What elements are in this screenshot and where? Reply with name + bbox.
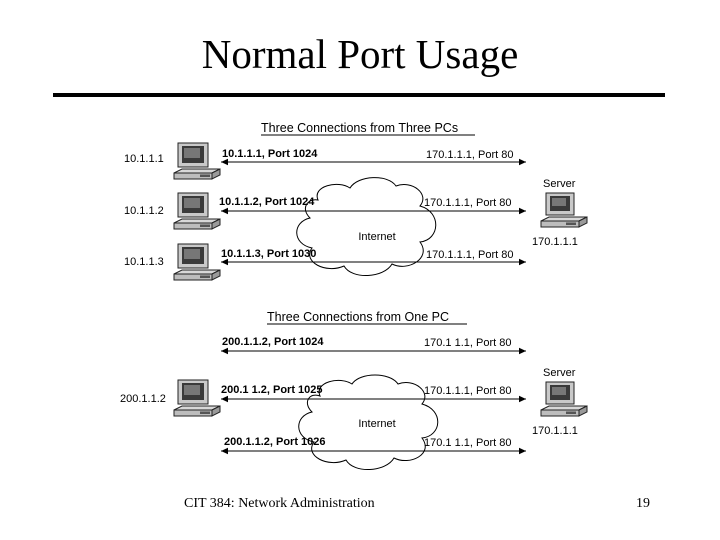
top-cloud bbox=[296, 177, 437, 277]
bottom-connection-1-source: 200.1.1.2, Port 1024 bbox=[222, 336, 324, 348]
top-connection-3-destination: 170.1.1.1, Port 80 bbox=[426, 249, 513, 261]
bottom-connection-3-destination: 170.1 1.1, Port 80 bbox=[424, 437, 511, 449]
top-connection-2-destination: 170.1.1.1, Port 80 bbox=[424, 197, 511, 209]
top-connection-1-destination: 170.1.1.1, Port 80 bbox=[426, 149, 513, 161]
top-cloud-label: Internet bbox=[358, 231, 395, 243]
top-server-icon bbox=[540, 192, 588, 228]
top-connection-1-source: 10.1.1.1, Port 1024 bbox=[222, 148, 318, 160]
bottom-pc-icon bbox=[173, 379, 221, 417]
bottom-server-ip: 170.1.1.1 bbox=[532, 425, 578, 437]
top-connection-3-source: 10.1.1.3, Port 1030 bbox=[221, 248, 316, 260]
top-heading: Three Connections from Three PCs bbox=[261, 121, 458, 135]
top-server-label: Server bbox=[543, 178, 576, 190]
top-pc-2-ip: 10.1.1.2 bbox=[124, 205, 164, 217]
bottom-heading: Three Connections from One PC bbox=[267, 310, 449, 324]
footer-course-label: CIT 384: Network Administration bbox=[184, 496, 375, 511]
top-pc-3-icon bbox=[173, 243, 221, 281]
top-connection-2-source: 10.1.1.2, Port 1024 bbox=[219, 196, 315, 208]
bottom-connection-2-source: 200.1 1.2, Port 1025 bbox=[221, 384, 323, 396]
top-server-ip: 170.1.1.1 bbox=[532, 236, 578, 248]
bottom-server-label: Server bbox=[543, 367, 576, 379]
page-number: 19 bbox=[636, 496, 650, 511]
bottom-server-icon bbox=[540, 381, 588, 417]
bottom-cloud-label: Internet bbox=[358, 418, 395, 430]
slide-title: Normal Port Usage bbox=[201, 31, 519, 77]
bottom-connection-2-destination: 170.1.1.1, Port 80 bbox=[424, 385, 511, 397]
bottom-connection-3-source: 200.1.1.2, Port 1026 bbox=[224, 436, 326, 448]
top-pc-2-icon bbox=[173, 192, 221, 230]
bottom-connection-1-destination: 170.1 1.1, Port 80 bbox=[424, 337, 511, 349]
top-pc-1-ip: 10.1.1.1 bbox=[124, 153, 164, 165]
bottom-pc-ip: 200.1.1.2 bbox=[120, 393, 166, 405]
title-divider bbox=[53, 93, 665, 97]
top-pc-1-icon bbox=[173, 142, 221, 180]
top-pc-3-ip: 10.1.1.3 bbox=[124, 256, 164, 268]
